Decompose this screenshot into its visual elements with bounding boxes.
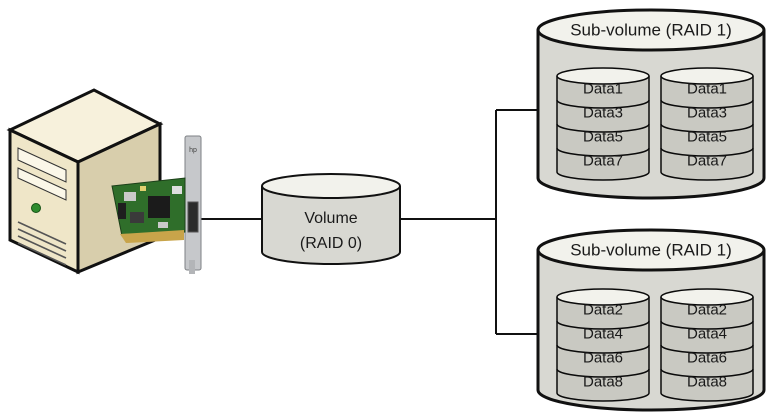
disk-stack-body (556, 297, 650, 402)
subvolume-2-disks (556, 288, 754, 402)
disk-top (556, 67, 650, 85)
svg-text:hp: hp (189, 147, 197, 154)
disk-separator (556, 147, 650, 157)
disk-stack-body (660, 297, 754, 402)
disk-separator (660, 123, 754, 133)
disk-separator (660, 344, 754, 354)
disk-separator (556, 320, 650, 330)
disk-separator (660, 368, 754, 378)
tower-server-icon (6, 88, 164, 275)
disk-separator (556, 344, 650, 354)
connection-lines (200, 109, 538, 335)
disk-top (660, 288, 754, 306)
disk-separator (660, 147, 754, 157)
disk-top (556, 288, 650, 306)
volume-cylinder (261, 173, 401, 265)
disk-top (660, 67, 754, 85)
disk-stack-body (660, 76, 754, 181)
disk-separator (556, 368, 650, 378)
disk-separator (660, 320, 754, 330)
disk-stack-body (556, 76, 650, 181)
disk-separator (556, 99, 650, 109)
disk-separator (556, 123, 650, 133)
disk-separator (660, 99, 754, 109)
subvolume-1-disks (556, 67, 754, 181)
raid-controller-card-icon: hp (111, 135, 202, 274)
